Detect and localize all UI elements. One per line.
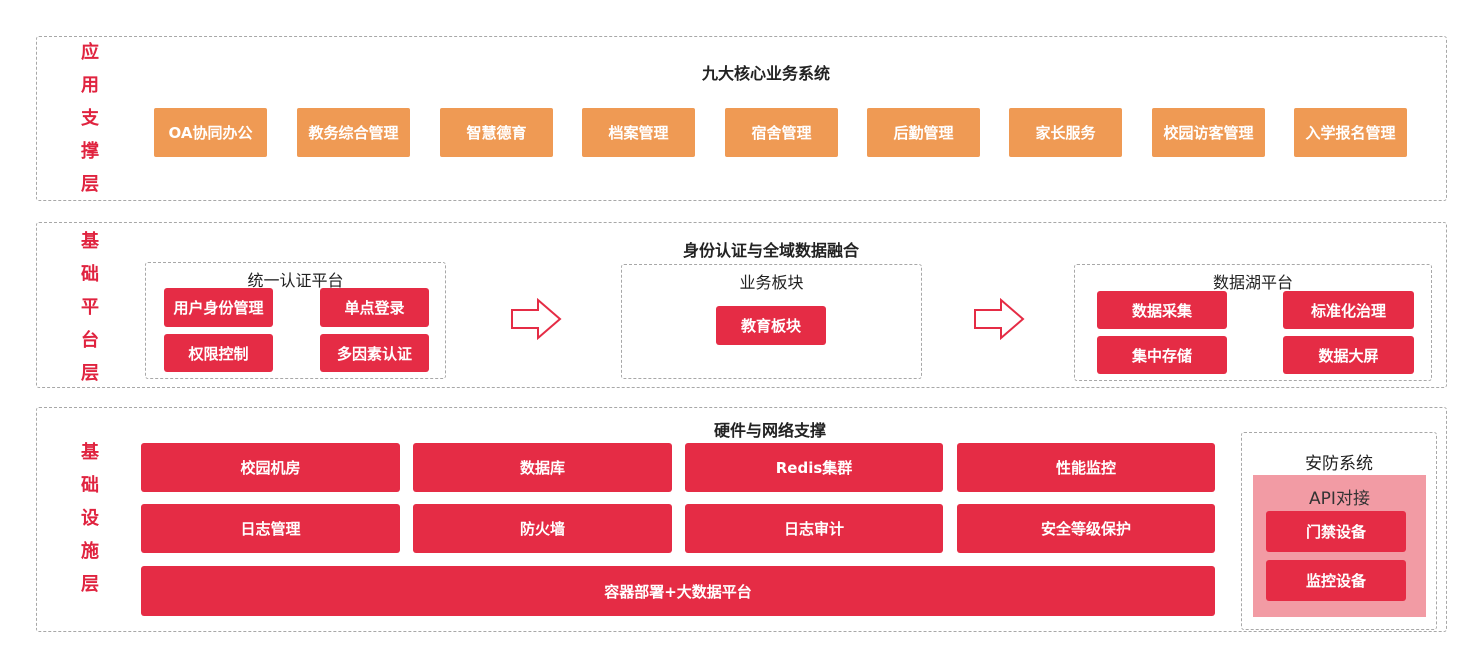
app-system-academic[interactable]: 教务综合管理 bbox=[297, 108, 410, 157]
infra-campus-server-room[interactable]: 校园机房 bbox=[141, 443, 400, 492]
infra-layer-label: 基 础 设 施 层 bbox=[81, 442, 99, 595]
datalake-title: 数据湖平台 bbox=[1212, 273, 1293, 292]
infra-firewall[interactable]: 防火墙 bbox=[413, 504, 672, 553]
platform-layer-label: 基 础 平 台 层 bbox=[81, 231, 99, 384]
infra-container-bigdata[interactable]: 容器部署+大数据平台 bbox=[141, 566, 1215, 616]
app-system-oa[interactable]: OA协同办公 bbox=[154, 108, 267, 157]
app-system-enrollment[interactable]: 入学报名管理 bbox=[1294, 108, 1407, 157]
infra-redis-cluster[interactable]: Redis集群 bbox=[685, 443, 943, 492]
security-access-control-device[interactable]: 门禁设备 bbox=[1266, 511, 1406, 552]
auth-mfa[interactable]: 多因素认证 bbox=[320, 334, 429, 372]
datalake-group: 数据湖平台 bbox=[1074, 264, 1432, 381]
security-monitoring-device[interactable]: 监控设备 bbox=[1266, 560, 1406, 601]
infra-performance-monitor[interactable]: 性能监控 bbox=[957, 443, 1215, 492]
app-system-dormitory[interactable]: 宿舍管理 bbox=[725, 108, 838, 157]
auth-user-identity[interactable]: 用户身份管理 bbox=[164, 288, 273, 327]
datalake-governance[interactable]: 标准化治理 bbox=[1283, 291, 1414, 329]
app-layer-label: 应 用 支 撑 层 bbox=[81, 42, 99, 195]
business-title: 业务板块 bbox=[739, 273, 804, 292]
arrow-right-icon bbox=[511, 298, 562, 340]
app-system-archives[interactable]: 档案管理 bbox=[582, 108, 695, 157]
arrow-right-icon bbox=[974, 298, 1025, 340]
app-system-logistics[interactable]: 后勤管理 bbox=[867, 108, 980, 157]
infra-layer-title: 硬件与网络支撑 bbox=[713, 421, 826, 440]
infra-security-level-protection[interactable]: 安全等级保护 bbox=[957, 504, 1215, 553]
auth-permission-control[interactable]: 权限控制 bbox=[164, 334, 273, 372]
auth-platform-title: 统一认证平台 bbox=[247, 271, 344, 290]
business-education[interactable]: 教育板块 bbox=[716, 306, 826, 345]
app-system-moral-education[interactable]: 智慧德育 bbox=[440, 108, 553, 157]
api-integration-title: API对接 bbox=[1309, 489, 1370, 509]
infra-database[interactable]: 数据库 bbox=[413, 443, 672, 492]
business-group: 业务板块 bbox=[621, 264, 922, 379]
security-system-group: 安防系统 bbox=[1241, 432, 1437, 630]
datalake-dashboard[interactable]: 数据大屏 bbox=[1283, 336, 1414, 374]
datalake-collection[interactable]: 数据采集 bbox=[1097, 291, 1227, 329]
app-system-parent-service[interactable]: 家长服务 bbox=[1009, 108, 1122, 157]
infra-log-management[interactable]: 日志管理 bbox=[141, 504, 400, 553]
infra-log-audit[interactable]: 日志审计 bbox=[685, 504, 943, 553]
app-layer-title: 九大核心业务系统 bbox=[701, 64, 830, 83]
datalake-storage[interactable]: 集中存储 bbox=[1097, 336, 1227, 374]
app-system-visitor[interactable]: 校园访客管理 bbox=[1152, 108, 1265, 157]
platform-layer bbox=[36, 222, 1447, 388]
auth-platform-group: 统一认证平台 bbox=[145, 262, 446, 379]
app-support-layer bbox=[36, 36, 1447, 201]
infrastructure-layer bbox=[36, 407, 1447, 632]
auth-sso[interactable]: 单点登录 bbox=[320, 288, 429, 327]
security-system-title: 安防系统 bbox=[1305, 454, 1373, 474]
platform-layer-title: 身份认证与全域数据融合 bbox=[682, 241, 859, 260]
